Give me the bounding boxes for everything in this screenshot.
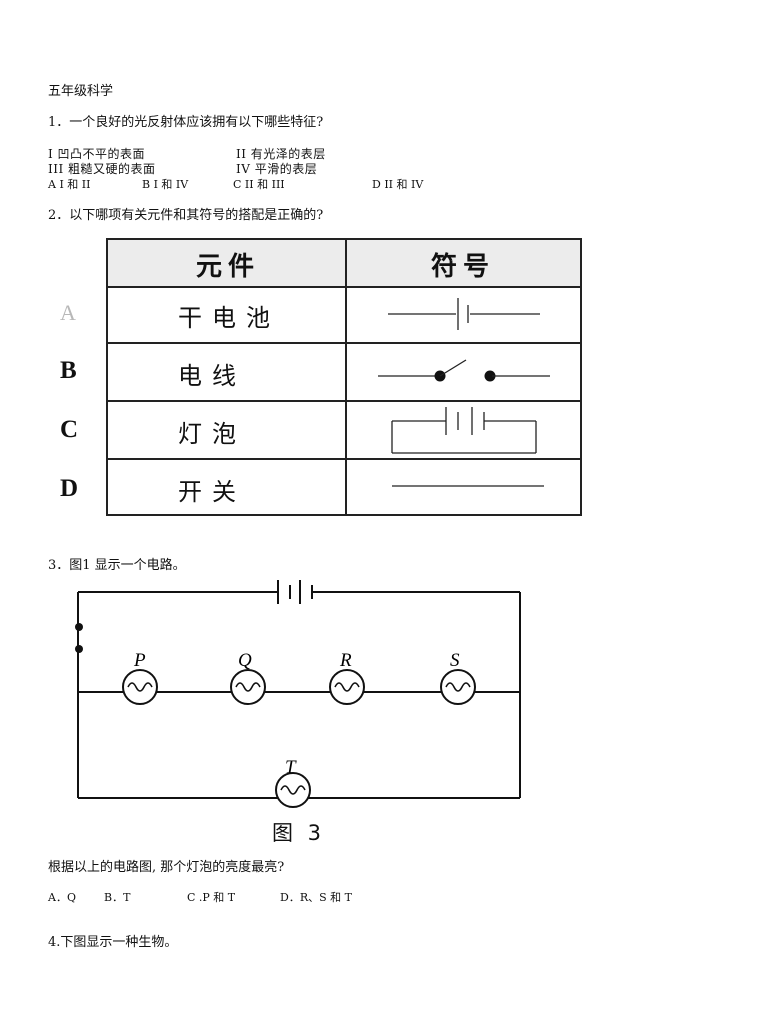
q1-choice-d: D II 和 IV <box>372 178 424 191</box>
label-t: T <box>285 757 297 778</box>
header-symbol: 符号 <box>431 252 496 282</box>
component-symbol-table: 元件 符号 干电池 电线 灯泡 开关 <box>106 238 582 516</box>
q1-item-4: IV 平滑的表层 <box>236 162 318 176</box>
q1-choice-c: C II 和 III <box>233 178 285 191</box>
switch-contact-dot <box>75 645 83 653</box>
label-q: Q <box>238 650 252 671</box>
header-component: 元件 <box>196 252 261 282</box>
label-p: P <box>133 650 146 671</box>
q3-choice-b: B．T <box>104 891 131 904</box>
circuit-diagram: P Q R S T <box>75 580 521 808</box>
q3-choice-c: C .P 和 T <box>187 891 236 904</box>
q1-item-3: III 粗糙又硬的表面 <box>48 162 156 176</box>
question-3-followup: 根据以上的电路图, 那个灯泡的亮度最亮? <box>48 860 285 875</box>
bulb-q <box>230 669 266 705</box>
switch-contact-dot <box>75 623 83 631</box>
q1-item-2: II 有光泽的表层 <box>236 147 326 161</box>
figure-caption: 图 3 <box>272 821 326 845</box>
component-a: 干电池 <box>178 304 280 332</box>
battery-circuit-symbol <box>391 407 537 454</box>
bulb-s <box>440 669 476 705</box>
cell-symbol <box>388 298 540 330</box>
q1-choice-a: A I 和 II <box>48 178 91 191</box>
page-title: 五年级科学 <box>48 84 114 99</box>
table-header-row <box>108 240 580 288</box>
q1-choice-b: B I 和 IV <box>142 178 189 191</box>
bulb-p <box>122 669 158 705</box>
question-3-text: 3．图1 显示一个电路。 <box>48 558 186 573</box>
component-b: 电线 <box>178 362 246 390</box>
q3-choice-a: A．Q <box>48 891 76 904</box>
bulb-t <box>275 772 311 808</box>
q3-choice-d: D．R、S 和 T <box>280 891 352 904</box>
wire-symbol <box>392 485 544 487</box>
row-label-b: B <box>60 357 77 384</box>
component-d: 开关 <box>178 478 246 506</box>
q1-item-1: I 凹凸不平的表面 <box>48 147 146 161</box>
question-2-text: 2．以下哪项有关元件和其符号的搭配是正确的? <box>48 208 324 223</box>
row-label-c: C <box>60 416 79 443</box>
question-4-text: 4.下图显示一种生物。 <box>48 935 178 950</box>
question-1-text: 1．一个良好的光反射体应该拥有以下哪些特征? <box>48 115 324 130</box>
label-s: S <box>450 650 460 671</box>
component-c: 灯泡 <box>178 420 246 448</box>
bulb-r <box>329 669 365 705</box>
label-r: R <box>339 650 352 671</box>
row-label-a: A <box>60 300 76 325</box>
switch-symbol <box>378 359 550 382</box>
row-label-d: D <box>60 475 79 502</box>
